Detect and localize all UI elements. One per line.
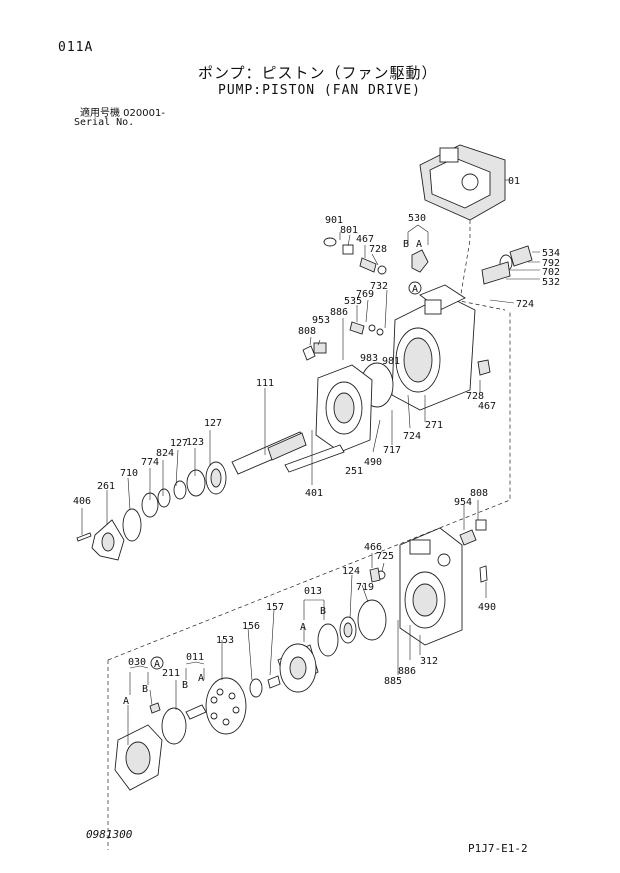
callout-013-a: A bbox=[300, 622, 306, 633]
callout-728-upper: 728 bbox=[369, 244, 387, 255]
page-title-japanese: ポンプ：ピストン（ファン駆動） bbox=[198, 64, 438, 82]
pin-030 bbox=[149, 702, 161, 714]
bolt-401 bbox=[284, 444, 345, 473]
valve-plate-124 bbox=[339, 616, 357, 644]
bolt-406 bbox=[76, 532, 92, 542]
callout-901: 901 bbox=[325, 215, 343, 226]
cylinder-block-013 bbox=[277, 623, 339, 693]
callout-261: 261 bbox=[97, 481, 115, 492]
callout-774: 774 bbox=[141, 457, 159, 468]
callout-312: 312 bbox=[420, 656, 438, 667]
swash-plate-211 bbox=[161, 707, 187, 745]
page-code: 011A bbox=[58, 40, 94, 55]
callout-532: 532 bbox=[542, 277, 560, 288]
callout-732: 732 bbox=[370, 281, 388, 292]
callout-circle-a-upper: A bbox=[412, 284, 418, 295]
callout-983: 983 bbox=[360, 353, 378, 364]
callout-702: 702 bbox=[542, 267, 560, 278]
callout-717: 717 bbox=[383, 445, 401, 456]
callout-271: 271 bbox=[425, 420, 443, 431]
callout-808-upper: 808 bbox=[298, 326, 316, 337]
callout-886-lower: 886 bbox=[398, 666, 416, 677]
callout-circle-a-lower: A bbox=[154, 659, 160, 670]
callout-824: 824 bbox=[156, 448, 174, 459]
callout-011-a: A bbox=[198, 673, 204, 684]
callout-127-right: 127 bbox=[204, 418, 222, 429]
flange-261 bbox=[91, 519, 125, 561]
callout-156: 156 bbox=[242, 621, 260, 632]
callout-030-a: A bbox=[123, 696, 129, 707]
reference-circle-a-lower bbox=[150, 656, 164, 670]
o-ring-719 bbox=[357, 599, 387, 641]
callout-808-lower: 808 bbox=[470, 488, 488, 499]
shaft-111 bbox=[231, 431, 307, 475]
footer-document-code: 0981300 bbox=[86, 828, 133, 841]
callout-011-b: B bbox=[182, 680, 188, 691]
callout-719: 719 bbox=[356, 582, 374, 593]
callout-981: 981 bbox=[382, 356, 400, 367]
callout-013: 013 bbox=[304, 586, 322, 597]
callout-792: 792 bbox=[542, 258, 560, 269]
page-title-english: PUMP:PISTON (FAN DRIVE) bbox=[218, 83, 422, 98]
callout-211: 211 bbox=[162, 668, 180, 679]
callout-251: 251 bbox=[345, 466, 363, 477]
housing-271 bbox=[391, 284, 476, 411]
callout-530: 530 bbox=[408, 213, 426, 224]
callout-954: 954 bbox=[454, 497, 472, 508]
port-block-312 bbox=[399, 527, 463, 646]
callout-724-right: 724 bbox=[516, 299, 534, 310]
callout-01: 01 bbox=[508, 176, 520, 187]
callout-467-lower: 467 bbox=[478, 401, 496, 412]
callout-127-left: 127 bbox=[170, 438, 188, 449]
callout-467-upper: 467 bbox=[356, 234, 374, 245]
cover-251 bbox=[315, 364, 373, 453]
piston-011 bbox=[185, 704, 207, 720]
callout-124: 124 bbox=[342, 566, 360, 577]
spring-157 bbox=[267, 675, 281, 689]
support-030 bbox=[114, 724, 163, 791]
bearings-123-127 bbox=[141, 461, 227, 518]
small-fittings-upper bbox=[302, 237, 491, 376]
callout-406: 406 bbox=[73, 496, 91, 507]
fitting-534-532 bbox=[481, 245, 540, 285]
pump-assembly-01 bbox=[419, 144, 510, 301]
valve-530 bbox=[407, 224, 429, 273]
leader-lines bbox=[81, 232, 515, 745]
callout-490-lower: 490 bbox=[478, 602, 496, 613]
callout-030: 030 bbox=[128, 657, 146, 668]
callout-466: 466 bbox=[364, 542, 382, 553]
callout-153: 153 bbox=[216, 635, 234, 646]
callout-710: 710 bbox=[120, 468, 138, 479]
callout-111: 111 bbox=[256, 378, 274, 389]
callout-534: 534 bbox=[542, 248, 560, 259]
holder-156 bbox=[249, 678, 263, 698]
callout-530-b: B bbox=[403, 239, 409, 250]
small-fittings-lower bbox=[369, 519, 488, 583]
callout-535: 535 bbox=[344, 296, 362, 307]
callout-801: 801 bbox=[340, 225, 358, 236]
callout-725: 725 bbox=[376, 551, 394, 562]
callout-885: 885 bbox=[384, 676, 402, 687]
callout-769: 769 bbox=[356, 289, 374, 300]
assembly-outline bbox=[107, 299, 511, 850]
callout-728-lower: 728 bbox=[466, 391, 484, 402]
callout-530-a: A bbox=[416, 239, 422, 250]
serial-label-english: Serial No. bbox=[74, 117, 135, 128]
callout-013-b: B bbox=[320, 606, 326, 617]
callout-953: 953 bbox=[312, 315, 330, 326]
reference-circle-a-upper bbox=[408, 281, 422, 295]
callout-157: 157 bbox=[266, 602, 284, 613]
retainer-plate-153 bbox=[205, 677, 247, 735]
callout-011: 011 bbox=[186, 652, 204, 663]
callout-886-upper: 886 bbox=[330, 307, 348, 318]
callout-724-lower: 724 bbox=[403, 431, 421, 442]
o-ring-710 bbox=[122, 508, 142, 542]
callout-490-upper: 490 bbox=[364, 457, 382, 468]
callout-030-b: B bbox=[142, 684, 148, 695]
callout-123: 123 bbox=[186, 437, 204, 448]
callout-401: 401 bbox=[305, 488, 323, 499]
serial-label-japanese: 適用号機 020001- bbox=[80, 108, 165, 119]
footer-page-reference: P1J7-E1-2 bbox=[468, 842, 528, 855]
